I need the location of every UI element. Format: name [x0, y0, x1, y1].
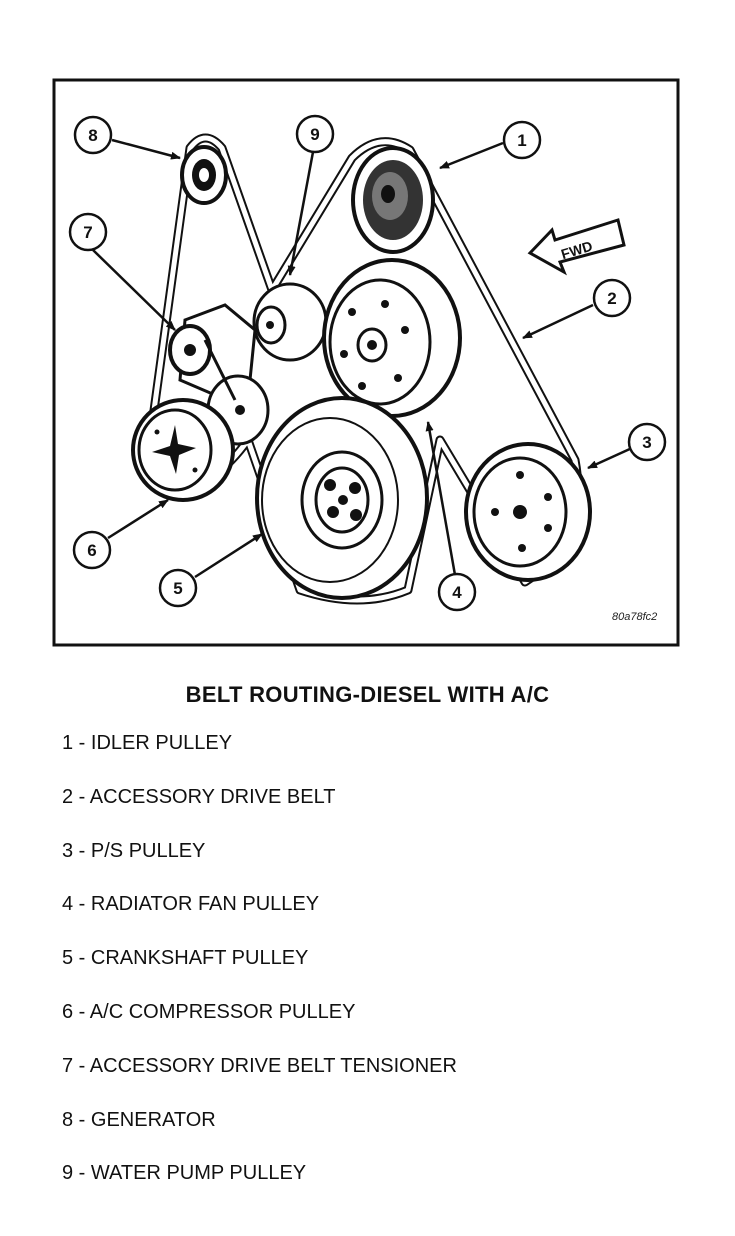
ac-compressor-pulley — [131, 398, 235, 502]
svg-text:3: 3 — [642, 433, 651, 452]
legend-item: 7 - ACCESSORY DRIVE BELT TENSIONER — [62, 1054, 457, 1077]
figure-id: 80a78fc2 — [612, 611, 657, 623]
svg-text:5: 5 — [173, 579, 182, 598]
callout-5: 5 — [158, 568, 198, 608]
legend-item: 9 - WATER PUMP PULLEY — [62, 1162, 307, 1185]
diagram-caption: BELT ROUTING-DIESEL WITH A/C — [185, 682, 550, 707]
ps-pulley — [464, 442, 592, 582]
belt-routing-diagram: FWD 8 9 1 7 — [52, 78, 680, 647]
callout-3: 3 — [627, 422, 667, 462]
svg-text:9: 9 — [310, 125, 319, 144]
legend-item: 3 - P/S PULLEY — [62, 839, 206, 862]
svg-text:7: 7 — [83, 223, 92, 242]
callout-6: 6 — [72, 530, 112, 570]
callout-4: 4 — [437, 572, 477, 612]
diagram-frame — [52, 78, 680, 647]
legend-item: 1 - IDLER PULLEY — [62, 732, 233, 754]
radiator-fan-pulley — [322, 258, 462, 418]
legend-item: 6 - A/C COMPRESSOR PULLEY — [62, 1000, 356, 1023]
callout-7: 7 — [68, 212, 108, 252]
fwd-arrow: FWD — [527, 218, 626, 276]
svg-text:4: 4 — [452, 583, 462, 602]
callout-8: 8 — [73, 115, 113, 155]
crankshaft-pulley — [255, 396, 429, 600]
svg-text:1: 1 — [517, 131, 526, 150]
parts-legend: 1 - IDLER PULLEY 2 - ACCESSORY DRIVE BEL… — [62, 730, 457, 1214]
diagram-svg: FWD 8 9 1 7 — [52, 78, 680, 647]
legend-item: 2 - ACCESSORY DRIVE BELT — [62, 785, 336, 808]
legend-item: 8 - GENERATOR — [62, 1108, 216, 1131]
svg-text:8: 8 — [88, 126, 97, 145]
callout-9: 9 — [295, 114, 335, 154]
callout-1: 1 — [502, 120, 542, 160]
idler-pulley — [351, 146, 435, 254]
callout-2: 2 — [592, 278, 632, 318]
callout-leaders — [92, 138, 633, 579]
water-pump-pulley — [252, 282, 328, 362]
svg-text:2: 2 — [607, 289, 616, 308]
svg-text:6: 6 — [87, 541, 96, 560]
legend-item: 4 - RADIATOR FAN PULLEY — [62, 893, 320, 916]
legend-item: 5 - CRANKSHAFT PULLEY — [62, 947, 309, 970]
generator-pulley — [180, 145, 228, 205]
